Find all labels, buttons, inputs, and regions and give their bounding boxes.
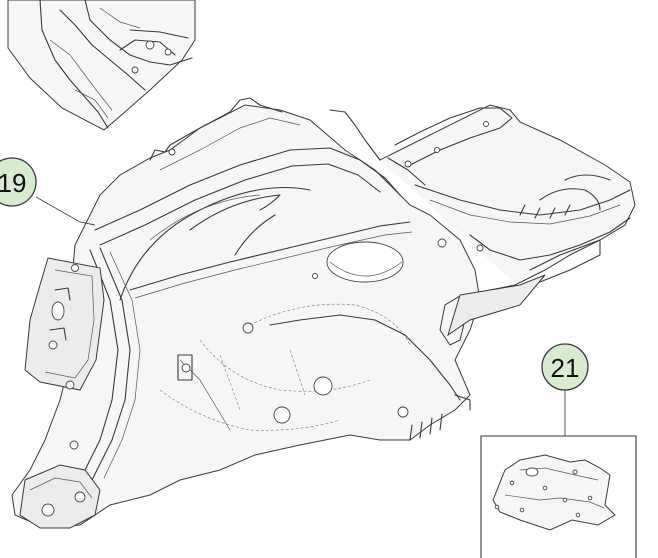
inset-box-21	[480, 390, 637, 558]
callout-21-label: 21	[551, 353, 580, 383]
callout-19-label: 19	[0, 168, 26, 198]
rear-tray	[379, 104, 636, 346]
leader-19	[35, 196, 96, 226]
main-panel	[11, 104, 481, 529]
upper-ridge	[149, 97, 381, 171]
side-panel-left	[24, 257, 105, 391]
callout-21: 21	[541, 343, 589, 391]
part-21-panel	[492, 454, 616, 531]
callout-19: 19	[0, 157, 37, 207]
inset-detail-top	[7, 0, 196, 131]
